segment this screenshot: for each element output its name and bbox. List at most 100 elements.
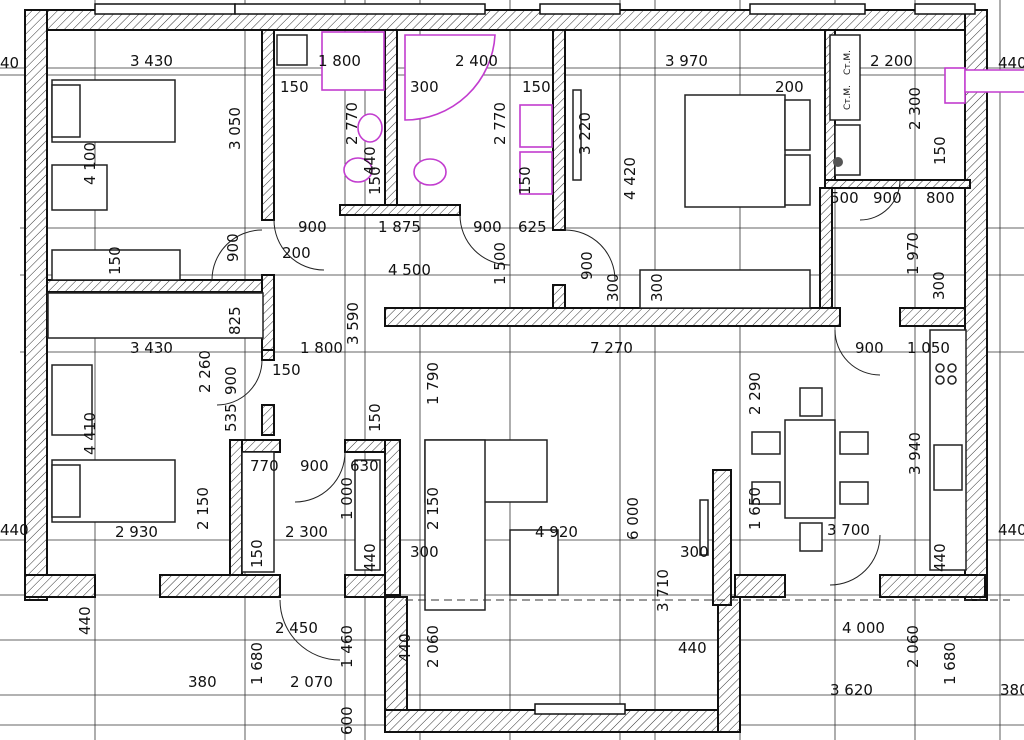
exterior-walls: [24, 9, 988, 733]
dim-440-g: 440: [998, 521, 1024, 539]
furniture: [47, 34, 967, 611]
dim-900-b: 900: [298, 218, 327, 236]
dim-440-i: 440: [361, 146, 379, 175]
dim-3220: 3 220: [576, 112, 594, 155]
dim-150-f: 150: [106, 246, 124, 275]
dim-900-f: 900: [855, 339, 884, 357]
dim-7270: 7 270: [590, 339, 633, 357]
dim-500: 500: [830, 189, 859, 207]
dim-2770-b: 2 770: [491, 102, 509, 145]
dim-4500: 4 500: [388, 261, 431, 279]
dim-4410: 4 410: [81, 412, 99, 455]
dim-2070: 2 070: [290, 673, 333, 691]
dim-440-b: 440: [931, 543, 949, 572]
dim-1680-a: 1 680: [248, 642, 266, 685]
dim-1050: 1 050: [907, 339, 950, 357]
dim-1875: 1 875: [378, 218, 421, 236]
dim-150-e: 150: [931, 136, 949, 165]
interior-walls: [46, 29, 971, 606]
dim-2400: 2 400: [455, 52, 498, 70]
dim-4420: 4 420: [621, 157, 639, 200]
dim-440-d: 440: [678, 639, 707, 657]
dim-4000: 4 000: [842, 619, 885, 637]
dim-40: 40: [0, 54, 19, 72]
dim-630: 630: [350, 457, 379, 475]
dim-2300-a: 2 300: [906, 87, 924, 130]
dim-150-b: 150: [366, 166, 384, 195]
dim-440-f: 440: [0, 521, 29, 539]
dim-900-d: 900: [224, 233, 242, 262]
dim-2150-b: 2 150: [424, 487, 442, 530]
dim-800: 800: [926, 189, 955, 207]
dim-440-a: 440: [361, 543, 379, 572]
dim-770: 770: [250, 457, 279, 475]
dim-1460: 1 460: [338, 625, 356, 668]
dim-2150-a: 2 150: [194, 487, 212, 530]
dim-300-b: 300: [930, 271, 948, 300]
dim-2060-b: 2 060: [904, 625, 922, 668]
dim-825: 825: [226, 306, 244, 335]
dim-440-e: 440: [76, 606, 94, 635]
windows: [94, 3, 976, 715]
plumbing-fixtures: [321, 31, 966, 195]
dim-1000: 1 000: [338, 477, 356, 520]
dim-625: 625: [518, 218, 547, 236]
dim-1500: 1 500: [491, 242, 509, 285]
dim-900-g: 900: [222, 366, 240, 395]
dim-2300-b: 2 300: [285, 523, 328, 541]
dim-3700: 3 700: [827, 521, 870, 539]
dim-3620: 3 620: [830, 681, 873, 699]
dim-900-e: 900: [578, 251, 596, 280]
dim-4920: 4 920: [535, 523, 578, 541]
dim-900-a: 900: [873, 189, 902, 207]
dim-300-e: 300: [410, 543, 439, 561]
dim-900-h: 900: [300, 457, 329, 475]
label-stm-2: Ст.М.: [843, 50, 853, 75]
dim-3050: 3 050: [226, 107, 244, 150]
dim-380-b: 380: [1000, 681, 1024, 699]
dim-900-c: 900: [473, 218, 502, 236]
dim-2060-a: 2 060: [424, 625, 442, 668]
dim-150-a: 150: [280, 78, 309, 96]
dim-150-i: 150: [248, 539, 266, 568]
dim-2450: 2 450: [275, 619, 318, 637]
dim-3710: 3 710: [654, 569, 672, 612]
dim-150-h: 150: [366, 403, 384, 432]
dim-3940: 3 940: [906, 432, 924, 475]
dim-2200: 2 200: [870, 52, 913, 70]
dim-1680-b: 1 680: [941, 642, 959, 685]
dim-200-a: 200: [775, 78, 804, 96]
dim-535: 535: [222, 403, 240, 432]
dim-1800-top: 1 800: [318, 52, 361, 70]
dim-3430-top: 3 430: [130, 52, 173, 70]
door-swings: [211, 179, 901, 661]
dashed-lines: [405, 69, 1024, 601]
dim-150-d: 150: [516, 166, 534, 195]
dim-1970: 1 970: [904, 232, 922, 275]
dim-1800-mid: 1 800: [300, 339, 343, 357]
dim-300-f: 300: [680, 543, 709, 561]
dim-380-a: 380: [188, 673, 217, 691]
dim-300-d: 300: [648, 273, 666, 302]
dim-600: 600: [338, 706, 356, 735]
dim-4100: 4 100: [81, 142, 99, 185]
dim-440-c: 440: [396, 633, 414, 662]
dim-1790: 1 790: [424, 362, 442, 405]
dim-200-b: 200: [282, 244, 311, 262]
dim-300-c: 300: [604, 273, 622, 302]
dim-150-g: 150: [272, 361, 301, 379]
dim-2290: 2 290: [746, 372, 764, 415]
dim-150-c: 150: [522, 78, 551, 96]
dim-3590: 3 590: [344, 302, 362, 345]
dimension-labels: 3 430 3 050 4 100 1 800 150 2 770 150 30…: [0, 50, 1024, 735]
dim-2770-a: 2 770: [343, 102, 361, 145]
dim-6000: 6 000: [624, 497, 642, 540]
dim-300-a: 300: [410, 78, 439, 96]
dim-3430-mid: 3 430: [130, 339, 173, 357]
label-stm-1: Ст.М.: [843, 85, 853, 110]
dim-2930: 2 930: [115, 523, 158, 541]
dim-1650: 1 650: [746, 487, 764, 530]
dim-3970: 3 970: [665, 52, 708, 70]
dim-2260: 2 260: [196, 350, 214, 393]
